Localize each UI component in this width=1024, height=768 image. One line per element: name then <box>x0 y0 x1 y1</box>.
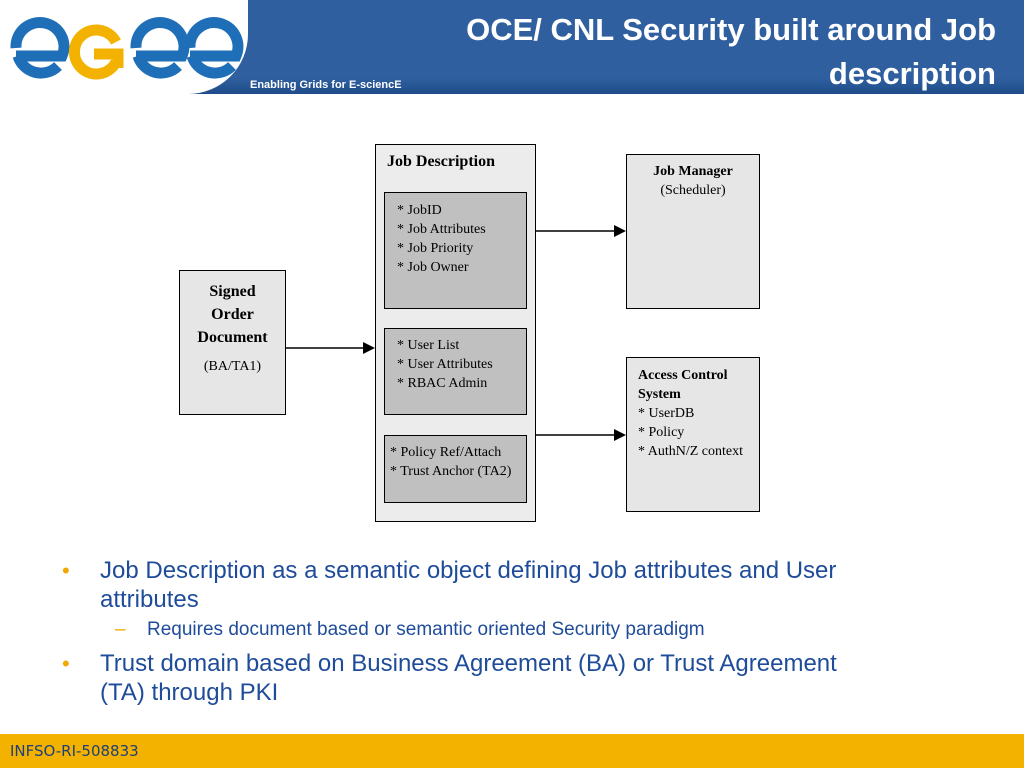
acs-item: * Policy <box>638 425 685 440</box>
bullet-dot-icon: • <box>62 558 70 583</box>
title-line-2: description <box>828 56 996 91</box>
title-line-1: OCE/ CNL Security built around Job <box>466 12 996 47</box>
bullet-1-line-1: Job Description as a semantic object def… <box>100 557 837 584</box>
arrow-jobdesc-to-acs <box>536 429 626 441</box>
acs-title-2: System <box>638 387 681 402</box>
bullet-dash-icon: – <box>115 619 126 640</box>
signed-order-title-1: Signed <box>209 283 256 300</box>
bullet-2-line-1: Trust domain based on Business Agreement… <box>100 650 837 677</box>
signed-order-document-box: Signed Order Document (BA/TA1) <box>179 270 286 415</box>
acs-item: * UserDB <box>638 406 695 421</box>
bullet-subitem-1: – Requires document based or semantic or… <box>62 617 962 643</box>
user-attr-item: * User Attributes <box>397 357 493 372</box>
job-manager-box: Job Manager (Scheduler) <box>626 154 760 309</box>
bullet-item-1: • Job Description as a semantic object d… <box>62 556 962 614</box>
signed-order-title-2: Order <box>211 306 254 323</box>
acs-title-1: Access Control <box>638 368 728 383</box>
signed-order-sub: (BA/TA1) <box>203 359 262 374</box>
bullet-1-line-2: attributes <box>100 586 199 613</box>
job-attr-item: * Job Priority <box>397 241 474 256</box>
job-manager-sub: (Scheduler) <box>660 183 726 198</box>
policy-trust-group: * Policy Ref/Attach * Trust Anchor (TA2) <box>384 435 527 503</box>
slide-title: OCE/ CNL Security built around Job descr… <box>356 8 996 96</box>
user-attr-item: * RBAC Admin <box>397 376 488 391</box>
logo-area <box>0 0 248 94</box>
footer-text: INFSO-RI-508833 <box>10 742 139 760</box>
bullet-2-line-2: (TA) through PKI <box>100 679 279 706</box>
job-attr-item: * Job Attributes <box>397 222 486 237</box>
footer-bar: INFSO-RI-508833 <box>0 734 1024 768</box>
job-attr-item: * JobID <box>397 203 442 218</box>
job-attr-item: * Job Owner <box>397 260 469 275</box>
job-description-title: Job Description <box>387 153 495 170</box>
egee-logo-icon <box>10 17 244 80</box>
bullet-dot-icon: • <box>62 651 70 676</box>
arrow-signed-to-jobdesc <box>286 342 375 354</box>
bullet-list: • Job Description as a semantic object d… <box>62 556 962 707</box>
job-manager-title: Job Manager <box>653 164 733 179</box>
bullet-sub-text: Requires document based or semantic orie… <box>147 619 705 640</box>
access-control-system-box: Access Control System * UserDB * Policy … <box>626 357 760 512</box>
signed-order-title-3: Document <box>197 329 268 346</box>
acs-item: * AuthN/Z context <box>638 444 743 459</box>
policy-item: * Trust Anchor (TA2) <box>390 464 512 479</box>
policy-item: * Policy Ref/Attach <box>390 445 502 460</box>
job-attributes-group: * JobID * Job Attributes * Job Priority … <box>384 192 527 309</box>
user-attr-item: * User List <box>397 338 460 353</box>
arrow-jobdesc-to-jobmanager <box>536 225 626 237</box>
user-attributes-group: * User List * User Attributes * RBAC Adm… <box>384 328 527 415</box>
bullet-item-2: • Trust domain based on Business Agreeme… <box>62 649 962 707</box>
tagline: Enabling Grids for E-sciencE <box>250 79 402 91</box>
